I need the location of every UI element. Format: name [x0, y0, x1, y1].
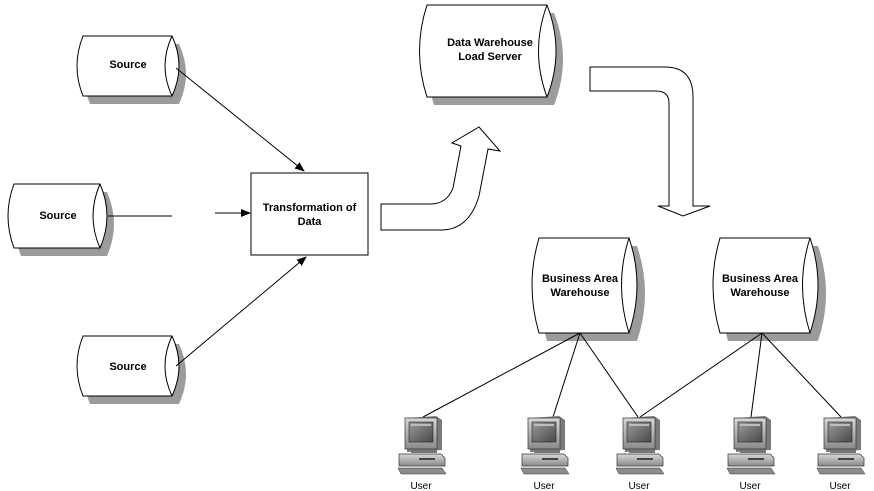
- user-label: User: [739, 481, 761, 491]
- user-connections: [422, 332, 842, 418]
- connection-bw2-user3: [639, 332, 763, 418]
- transformation-line-1: Transformation of: [263, 202, 357, 214]
- user-workstation: User: [520, 416, 570, 491]
- source-label-3: Source: [109, 361, 146, 373]
- computer-icon: [816, 416, 866, 475]
- business-area-2-line-1: Business Area: [722, 273, 799, 285]
- user-label: User: [628, 481, 650, 491]
- source-label-2: Source: [39, 210, 76, 222]
- computer-icon: [397, 416, 447, 475]
- user-workstation: User: [726, 416, 776, 491]
- source-store-3: Source: [76, 335, 186, 404]
- block-arrow-to-load-server: [380, 126, 502, 231]
- connection-bw1-user2: [552, 332, 581, 418]
- transformation-box: Transformation of Data: [250, 172, 369, 256]
- user-label: User: [410, 481, 432, 491]
- arrow-source1-to-transform: [175, 67, 305, 172]
- business-area-1-line-2: Warehouse: [551, 287, 610, 299]
- user-label: User: [829, 481, 851, 491]
- user-label: User: [533, 481, 555, 491]
- users-layer: User User User User User: [397, 416, 866, 491]
- block-arrow-to-business-areas: [589, 66, 711, 217]
- business-area-warehouse-1: Business Area Warehouse: [531, 237, 645, 341]
- user-workstation: User: [397, 416, 447, 491]
- load-server-store: Data Warehouse Load Server: [419, 4, 563, 105]
- user-workstation: User: [615, 416, 665, 491]
- computer-icon: [520, 416, 570, 475]
- arrow-source3-to-transform: [175, 256, 307, 367]
- connection-bw2-user4: [750, 332, 763, 418]
- connection-bw1-user1: [422, 332, 581, 418]
- business-area-warehouse-2: Business Area Warehouse: [712, 237, 826, 341]
- business-area-2-line-2: Warehouse: [731, 287, 790, 299]
- source-store-2: Source: [7, 183, 114, 256]
- source-label-1: Source: [109, 59, 146, 71]
- load-server-line-2: Load Server: [458, 51, 522, 63]
- source-store-1: Source: [76, 35, 186, 104]
- load-server-line-1: Data Warehouse: [447, 37, 533, 49]
- computer-icon: [726, 416, 776, 475]
- business-area-1-line-1: Business Area: [542, 273, 619, 285]
- connection-bw2-user5: [761, 332, 842, 418]
- connection-bw1-user3: [579, 332, 639, 418]
- computer-icon: [615, 416, 665, 475]
- user-workstation: User: [816, 416, 866, 491]
- transformation-line-2: Data: [298, 216, 323, 228]
